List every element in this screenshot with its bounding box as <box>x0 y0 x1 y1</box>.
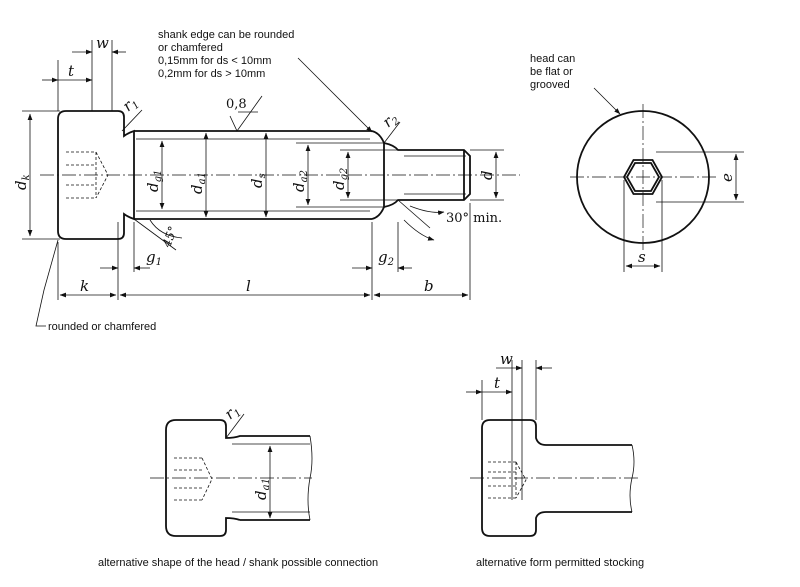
alt2-socket <box>488 461 527 499</box>
svg-text:head can: head can <box>530 53 575 65</box>
dk-dimension: dk <box>12 110 60 240</box>
svg-text:d: d <box>478 170 496 180</box>
socket-hidden-lines <box>66 151 109 199</box>
ds-dimension: ds <box>248 132 269 218</box>
svg-text:rounded or chamfered: rounded or chamfered <box>48 321 156 333</box>
d-dimension: d <box>470 149 504 201</box>
svg-text:e: e <box>718 173 736 182</box>
svg-text:b: b <box>424 277 434 295</box>
main-side-view: dk dg1 da1 ds da2 dg2 <box>12 29 520 333</box>
hex-socket <box>625 162 661 192</box>
svg-text:dk: dk <box>12 174 32 190</box>
svg-text:0,2mm for ds > 10mm: 0,2mm for ds > 10mm <box>158 68 265 80</box>
svg-text:grooved: grooved <box>530 79 570 91</box>
angle-45: 45° <box>133 218 183 251</box>
svg-text:g1: g1 <box>146 248 162 268</box>
svg-text:da1: da1 <box>188 172 208 194</box>
screw-thread <box>383 142 471 208</box>
da1-dimension: da1 <box>188 132 209 218</box>
g-dimensions: g1 g2 <box>100 222 412 300</box>
caption-alt-stocking: alternative form permitted stocking <box>476 557 644 569</box>
length-dimensions: k l b <box>57 203 471 300</box>
svg-text:or chamfered: or chamfered <box>158 42 223 54</box>
alt-view-head-shank: da1 r1 <box>150 404 313 537</box>
svg-text:da1: da1 <box>252 478 272 500</box>
svg-text:be flat or: be flat or <box>530 66 573 78</box>
svg-text:0,8: 0,8 <box>226 97 247 112</box>
da2-dimension: da2 <box>290 142 384 208</box>
w-label: w <box>96 34 109 52</box>
dg2-dimension: dg2 <box>330 149 398 201</box>
end-view: e s head can be flat or grooved <box>530 53 744 272</box>
svg-text:45°: 45° <box>159 224 180 250</box>
svg-text:dg2: dg2 <box>330 168 350 190</box>
dg1-dimension: dg1 <box>144 140 165 210</box>
svg-text:shank edge can be rounded: shank edge can be rounded <box>158 29 294 41</box>
hex-socket-outer <box>622 159 664 195</box>
svg-text:k: k <box>80 277 89 295</box>
screw-shank <box>134 130 385 220</box>
svg-text:g2: g2 <box>378 248 394 268</box>
svg-text:dg1: dg1 <box>144 170 164 192</box>
alt-view-stocking: t w <box>466 350 640 537</box>
svg-text:30° min.: 30° min. <box>446 211 502 226</box>
svg-text:da2: da2 <box>290 170 310 192</box>
rounded-note: rounded or chamfered <box>35 239 156 333</box>
angle-30: 30° min. <box>397 199 502 241</box>
t-w-dimensions: t w <box>42 34 126 111</box>
t-label: t <box>68 62 75 80</box>
r2-leader: r2 <box>379 109 402 144</box>
svg-text:ds: ds <box>248 173 268 188</box>
screw-head <box>57 110 135 240</box>
svg-text:t: t <box>494 374 501 392</box>
shank-edge-note: shank edge can be rounded or chamfered 0… <box>158 29 373 133</box>
svg-text:l: l <box>246 277 251 295</box>
svg-text:s: s <box>638 248 646 266</box>
roughness-symbol: 0,8 <box>226 95 263 132</box>
caption-alt-head: alternative shape of the head / shank po… <box>98 557 378 569</box>
svg-text:w: w <box>500 350 513 368</box>
svg-text:0,15mm for ds < 10mm: 0,15mm for ds < 10mm <box>158 55 271 67</box>
svg-text:r2: r2 <box>379 109 402 133</box>
alt1-socket <box>174 457 213 501</box>
